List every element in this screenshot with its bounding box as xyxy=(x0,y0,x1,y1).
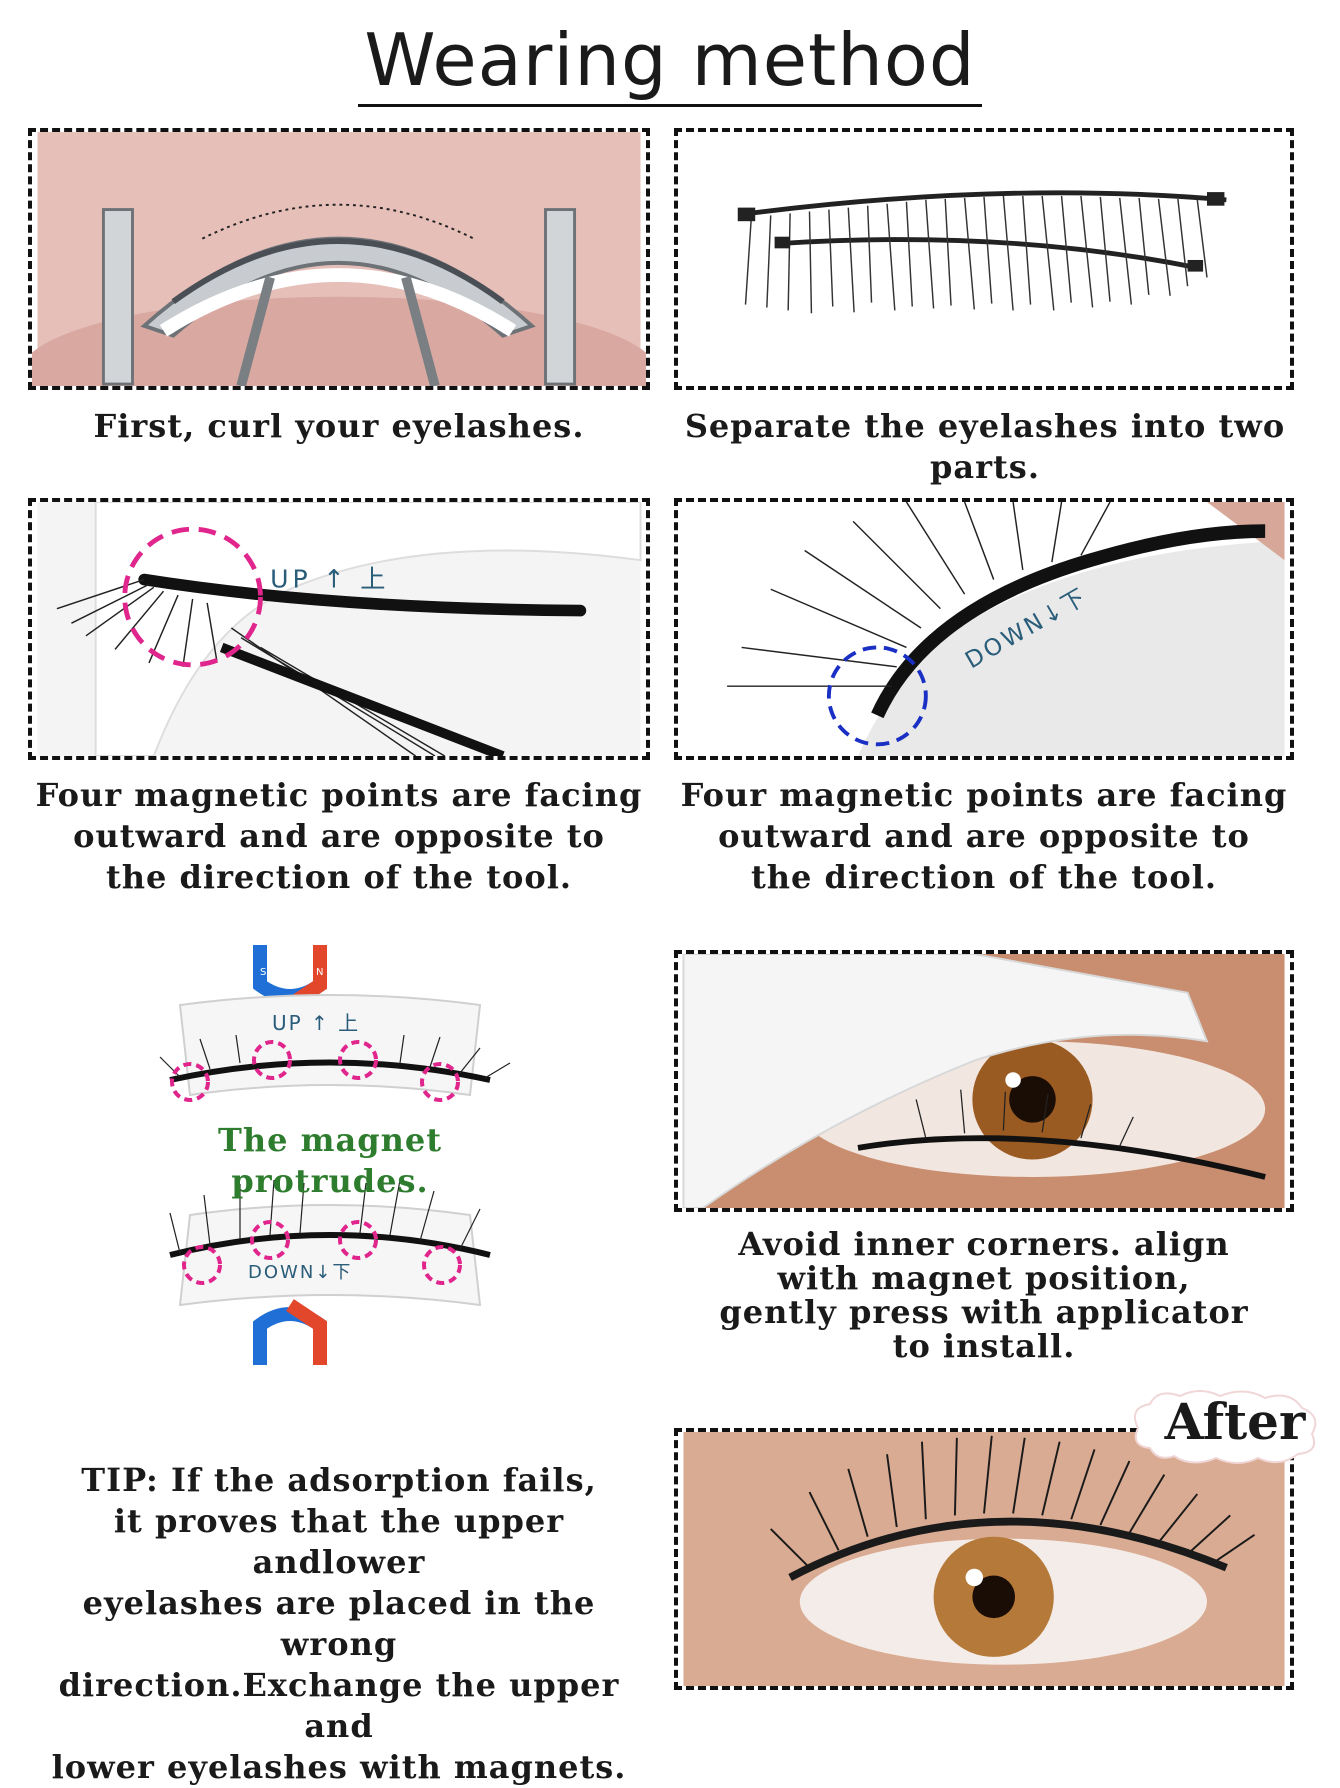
tip-caption: TIP: If the adsorption fails, it proves … xyxy=(51,1461,627,1786)
after-photo-panel xyxy=(674,1428,1294,1690)
after-label: After xyxy=(1164,1392,1306,1451)
step-magnetic-left-caption: Four magnetic points are facing outward … xyxy=(35,776,643,896)
step-magnetic-right-caption: Four magnetic points are facing outward … xyxy=(680,776,1288,896)
step-separate-caption: Separate the eyelashes into two parts. xyxy=(684,407,1286,486)
down-applicator-image: DOWN↓下 xyxy=(683,502,1285,756)
page-title: Wearing method xyxy=(0,18,1340,107)
svg-text:S: S xyxy=(260,967,266,978)
svg-text:DOWN↓下: DOWN↓下 xyxy=(248,1262,352,1283)
magnet-protrudes-caption: The magnet protrudes. xyxy=(218,1121,442,1200)
step-install-caption: Avoid inner corners. align with magnet p… xyxy=(719,1225,1249,1365)
applicator-on-eye-image xyxy=(682,954,1285,1208)
after-badge xyxy=(1130,1388,1320,1468)
up-tool-photo-panel: UP ↑ 上 xyxy=(28,498,650,760)
svg-text:UP ↑ 上: UP ↑ 上 xyxy=(272,1011,360,1035)
magnet-protrusion-image: S N UP ↑ 上 DOWN↓下 xyxy=(159,945,511,1365)
down-tool-photo-panel: DOWN↓下 xyxy=(674,498,1294,760)
lashes-photo-panel xyxy=(674,128,1294,390)
svg-text:N: N xyxy=(316,967,323,978)
eyelash-curler-image xyxy=(32,132,646,386)
install-photo-panel xyxy=(674,950,1294,1212)
up-applicator-image: UP ↑ 上 xyxy=(37,502,642,756)
step-curl-caption: First, curl your eyelashes. xyxy=(93,407,585,445)
magnet-diagram: S N UP ↑ 上 DOWN↓下 xyxy=(140,945,520,1365)
up-label: UP ↑ 上 xyxy=(270,564,389,593)
curler-photo-panel xyxy=(28,128,650,390)
finished-eye-image xyxy=(683,1432,1285,1686)
magnet-highlight-circle-blue xyxy=(826,645,928,747)
separated-eyelashes-image xyxy=(683,132,1285,386)
